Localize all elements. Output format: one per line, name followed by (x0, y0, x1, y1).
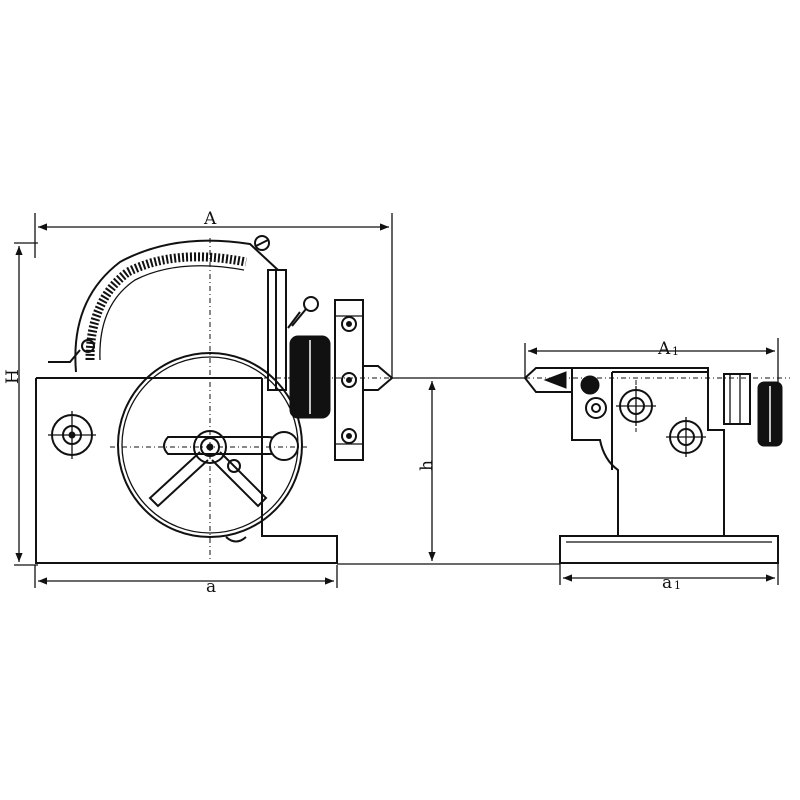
crank-knob-icon (269, 431, 299, 461)
label-A1: A (657, 339, 671, 359)
label-A1-sub: 1 (672, 345, 679, 358)
label-a: a (206, 577, 216, 597)
label-a1: a (662, 573, 672, 593)
label-a1-sub: 1 (674, 579, 681, 592)
index-plate (117, 352, 303, 538)
center-lines-head (36, 238, 392, 562)
lock-nut-icon (580, 375, 600, 395)
label-h: h (417, 460, 437, 471)
dimension-labels: A H a h A 1 a 1 (3, 209, 681, 597)
clamp-screw-icon (254, 235, 270, 251)
center-lines-tailstock (525, 377, 790, 432)
dimension-lines (14, 213, 779, 588)
tailstock (523, 367, 783, 564)
label-H: H (3, 369, 23, 384)
label-A: A (203, 209, 217, 229)
index-pin-icon (303, 296, 319, 312)
dividing-head (35, 235, 394, 564)
